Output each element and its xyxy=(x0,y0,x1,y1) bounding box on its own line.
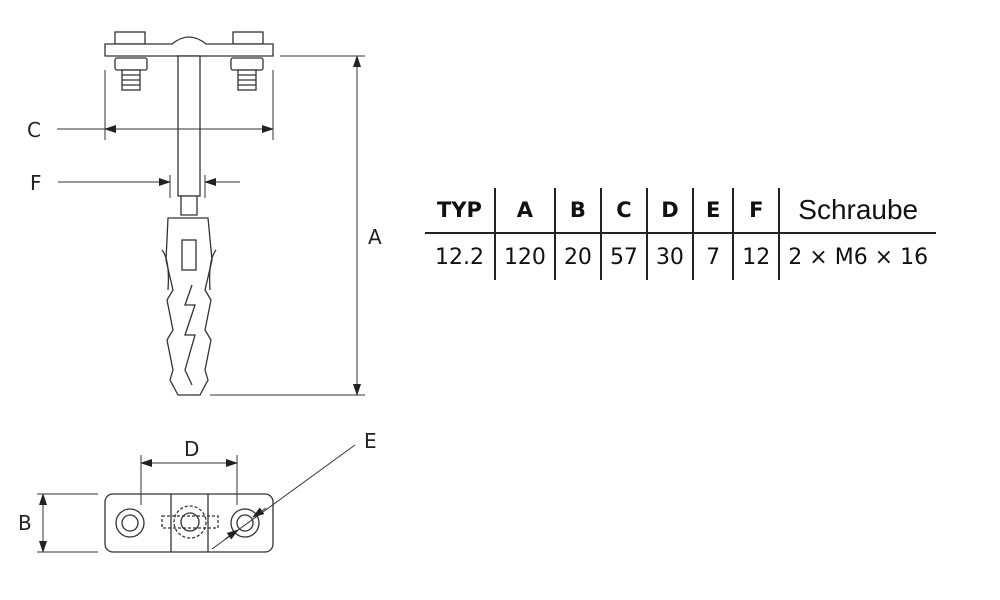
table-header-row: TYP A B C D E F Schraube xyxy=(425,188,937,234)
side-view xyxy=(104,31,274,396)
header-b: B xyxy=(553,188,601,234)
header-a: A xyxy=(493,188,555,234)
dimension-label-d: D xyxy=(184,437,200,461)
cell-a: 120 xyxy=(493,233,555,280)
dimension-label-e: E xyxy=(364,429,377,453)
header-f: F xyxy=(732,188,780,234)
cell-schraube: 2 × M6 × 16 xyxy=(778,233,937,280)
dimension-label-b: B xyxy=(18,511,32,535)
cell-b: 20 xyxy=(553,233,601,280)
header-d: D xyxy=(645,188,693,234)
table-row: 12.2 120 20 57 30 7 12 2 × M6 × 16 xyxy=(425,233,937,280)
dimension-lines xyxy=(57,55,365,396)
cell-f: 12 xyxy=(732,233,780,280)
cell-typ: 12.2 xyxy=(434,244,484,270)
header-e: E xyxy=(691,188,734,234)
cell-c: 57 xyxy=(599,233,647,280)
dimension-label-a: A xyxy=(368,225,382,249)
dimensions-table: TYP A B C D E F Schraube 12.2 120 20 57 … xyxy=(425,188,937,280)
header-typ: TYP xyxy=(425,188,495,234)
header-c: C xyxy=(599,188,647,234)
cell-e: 7 xyxy=(691,233,734,280)
dimension-label-c: C xyxy=(27,118,41,142)
cell-d: 30 xyxy=(645,233,693,280)
dimension-lines-bottom xyxy=(37,444,356,553)
header-schraube: Schraube xyxy=(778,188,937,234)
dimension-label-f: F xyxy=(30,171,42,195)
